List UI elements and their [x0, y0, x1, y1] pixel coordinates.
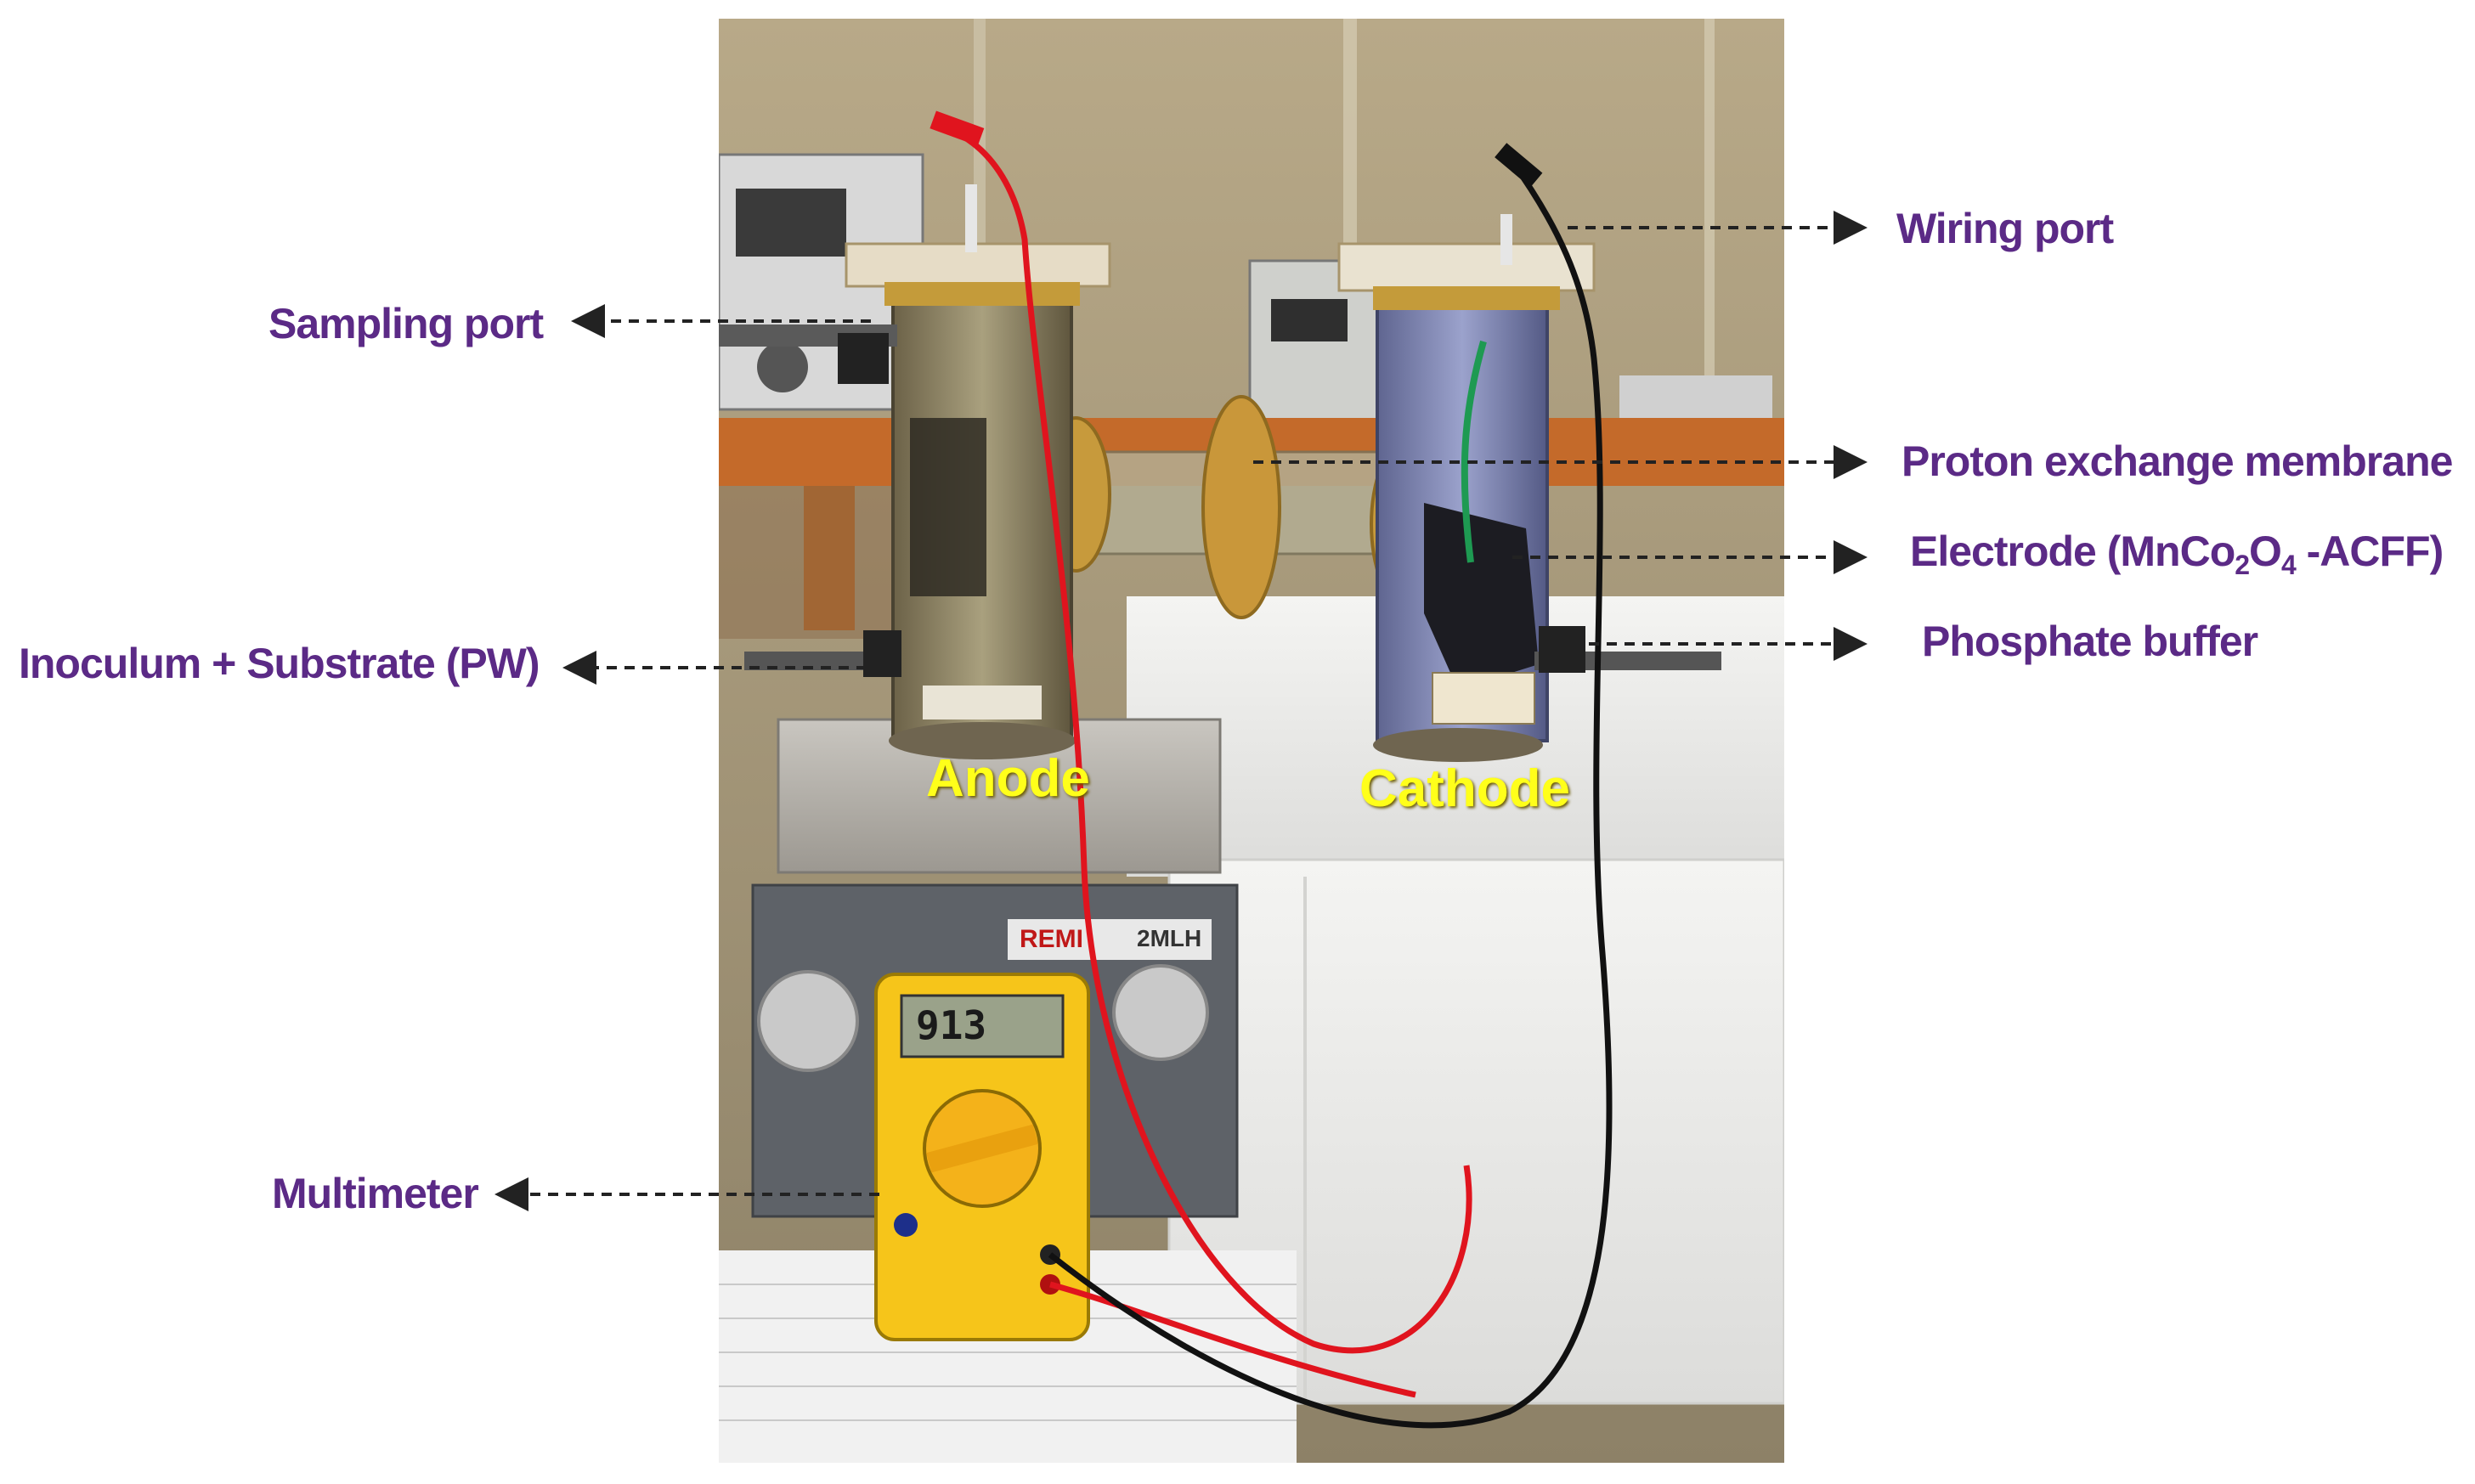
inoculum-substrate-label: Inoculum + Substrate (PW) — [19, 640, 540, 687]
cathode-wire — [1461, 340, 1487, 563]
anode-electrode — [910, 418, 986, 596]
stirrer-knob-right — [1112, 964, 1209, 1061]
proton-exchange-membrane-label: Proton exchange membrane — [1901, 437, 2453, 485]
phosphate-buffer-label: Phosphate buffer — [1922, 618, 2258, 665]
red-probe-tip — [930, 110, 985, 146]
inoculum-port-clamp — [863, 630, 901, 677]
sampling-port-clamp — [838, 333, 889, 384]
anode-tag — [923, 686, 1042, 719]
anode-wiring-port — [965, 184, 977, 252]
red-lead-meter — [1049, 1281, 1416, 1398]
multimeter-reading: 913 — [916, 1002, 987, 1048]
wiring-port-label: Wiring port — [1896, 205, 2114, 252]
stirrer-knob-left — [757, 970, 859, 1072]
black-probe-lead — [1048, 161, 1613, 1429]
black-probe-tip — [1495, 143, 1543, 188]
cathode-lid — [1337, 242, 1596, 292]
cathode-electrode — [1424, 503, 1539, 690]
electrode-label-suffix: -ACFF) — [2295, 528, 2444, 575]
stirrer-brand-plate — [1008, 919, 1212, 960]
electrode-label-sub2: 4 — [2280, 550, 2297, 580]
photo-drawing — [719, 19, 1784, 1463]
electrode-label-prefix: Electrode (MnCo — [1910, 528, 2235, 575]
cathode-wiring-port — [1500, 214, 1512, 265]
lab-setup-photo — [719, 19, 1784, 1463]
multimeter-label: Multimeter — [272, 1170, 479, 1217]
electrode-label-sub1: 2 — [2235, 550, 2250, 580]
cathode-label: Cathode — [1359, 759, 1570, 818]
inoculum-port-tube — [744, 652, 897, 670]
anode-label: Anode — [926, 749, 1090, 808]
phosphate-buffer-port-clamp — [1539, 626, 1585, 673]
proton-exchange-membrane-flange — [1201, 395, 1281, 619]
stirrer-brand: REMI — [1020, 925, 1083, 953]
multimeter-display — [900, 994, 1065, 1058]
electrode-label: Electrode (MnCo2O4 -ACFF) — [1910, 528, 2444, 580]
sampling-port-label: Sampling port — [268, 300, 544, 347]
electrode-label-mid: O — [2249, 528, 2282, 575]
anode-lid — [845, 242, 1111, 288]
red-probe-lead — [946, 126, 1472, 1354]
stirrer-model: 2MLH — [1137, 925, 1202, 951]
cathode-tag — [1432, 672, 1535, 725]
